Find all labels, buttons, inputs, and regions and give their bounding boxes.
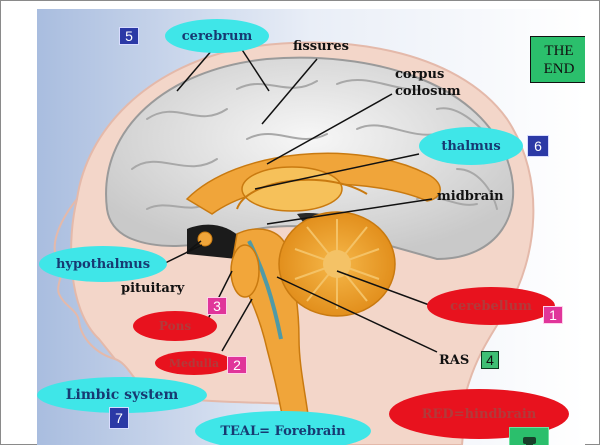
- number-badge-4: 4: [481, 351, 499, 369]
- next-slide-button[interactable]: [509, 427, 549, 445]
- number-badge-6: 6: [527, 135, 549, 157]
- number-badge-2: 2: [227, 356, 247, 374]
- forebrain-legend: TEAL= Forebrain: [195, 411, 371, 445]
- number-badge-7: 7: [109, 407, 129, 429]
- corpus-collosum-label-line1: corpus: [395, 67, 444, 82]
- ras-label: RAS: [439, 353, 469, 368]
- thalmus-label: thalmus: [419, 127, 523, 165]
- projector-icon: [523, 437, 536, 444]
- cerebellum-label: cerebellum: [427, 287, 555, 325]
- number-badge-5: 5: [119, 27, 139, 45]
- number-badge-3: 3: [207, 297, 227, 315]
- corpus-collosum-label-line2: collosum: [395, 84, 461, 99]
- midbrain-label: midbrain: [437, 189, 504, 204]
- fissures-label: fissures: [293, 39, 349, 54]
- number-badge-1: 1: [543, 306, 563, 324]
- the-end-line1: THE: [544, 42, 573, 60]
- hypothalmus-label: hypothalmus: [39, 246, 167, 282]
- pons-label: Pons: [133, 311, 217, 341]
- medulla-label: Medulla: [155, 351, 233, 375]
- cerebrum-label: cerebrum: [165, 19, 269, 53]
- brain-slide: 5 cerebrum fissures corpus collosum THE …: [37, 9, 585, 445]
- cerebellum-shape: [279, 212, 395, 316]
- pons-shape: [231, 245, 259, 297]
- pituitary-shape: [198, 232, 212, 246]
- the-end-line2: END: [544, 60, 575, 78]
- the-end-button[interactable]: THE END: [530, 36, 585, 83]
- pituitary-label: pituitary: [121, 281, 184, 296]
